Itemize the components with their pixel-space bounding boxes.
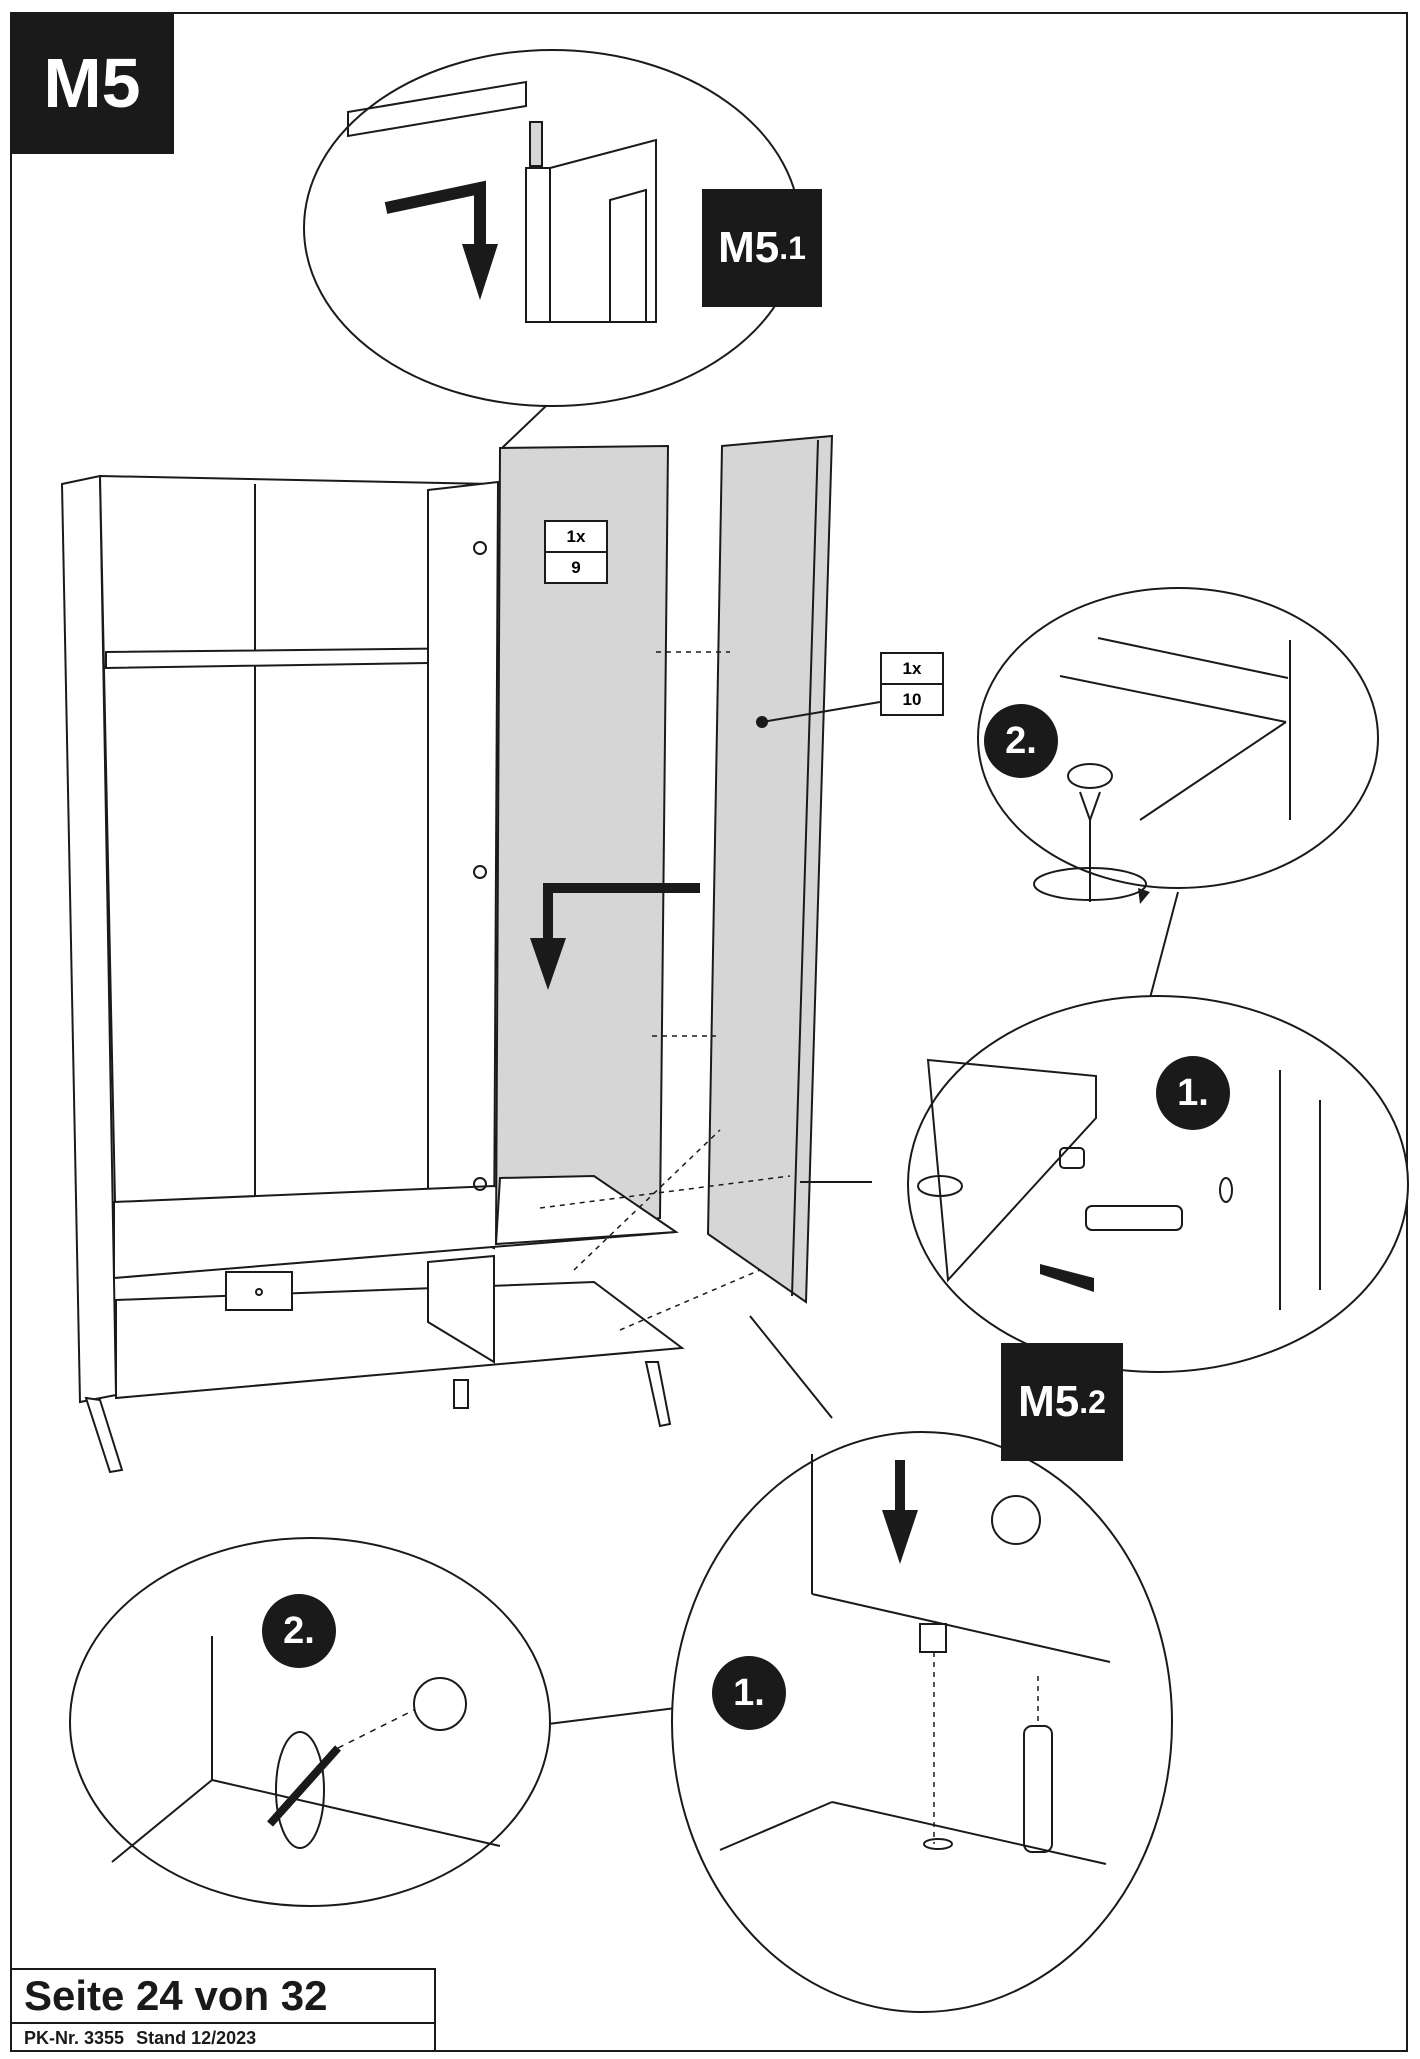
stand-date: Stand 12/2023 <box>136 2028 257 2048</box>
panel-9 <box>494 444 670 1244</box>
part-number: 10 <box>902 689 922 709</box>
step-sub2-main: M5 <box>1018 1377 1080 1426</box>
arrow-down-icon <box>882 1510 918 1564</box>
callout-m5-1 <box>303 49 801 407</box>
page-frame <box>10 12 1408 2052</box>
arrow-left-icon <box>1040 1264 1094 1292</box>
rotate-icon <box>1033 867 1147 901</box>
part-number: 9 <box>571 557 581 577</box>
step-label-m5-1: M5.1 <box>702 189 822 307</box>
panel-10 <box>706 434 834 1304</box>
cam-lock-icon <box>991 1495 1041 1545</box>
cam-lock-icon <box>473 541 487 555</box>
rotate-icon <box>275 1731 325 1849</box>
callout-right-mid <box>907 995 1409 1373</box>
step-sub1-main: M5 <box>718 223 780 272</box>
dowel-icon <box>1059 1147 1085 1169</box>
callout-step-number: 1. <box>712 1656 786 1730</box>
arrow-down-icon <box>530 938 566 990</box>
arrow-down-icon <box>462 244 498 300</box>
step-sub2-suffix: .2 <box>1079 1383 1106 1420</box>
step-sub1-suffix: .1 <box>779 229 806 266</box>
callout-bottom-right <box>671 1431 1173 2013</box>
step-label-m5-2: M5.2 <box>1001 1343 1123 1461</box>
part-qty: 1x <box>882 654 942 685</box>
callout-step-number: 2. <box>262 1594 336 1668</box>
page-footer: Seite 24 von 32 PK-Nr. 3355 Stand 12/2023 <box>10 1968 436 2052</box>
callout-step-number: 2. <box>984 704 1058 778</box>
part-label-10: 1x 10 <box>880 652 944 716</box>
step-label-m5: M5 <box>10 12 174 154</box>
part-label-9: 1x 9 <box>544 520 608 584</box>
page-number: Seite 24 von 32 <box>12 1970 434 2024</box>
callout-step-number: 1. <box>1156 1056 1230 1130</box>
callout-right-top <box>977 587 1379 904</box>
callout-bottom-left <box>69 1537 551 1907</box>
footer-meta: PK-Nr. 3355 Stand 12/2023 <box>12 2024 434 2052</box>
pk-number: PK-Nr. 3355 <box>24 2028 125 2048</box>
part-qty: 1x <box>546 522 606 553</box>
